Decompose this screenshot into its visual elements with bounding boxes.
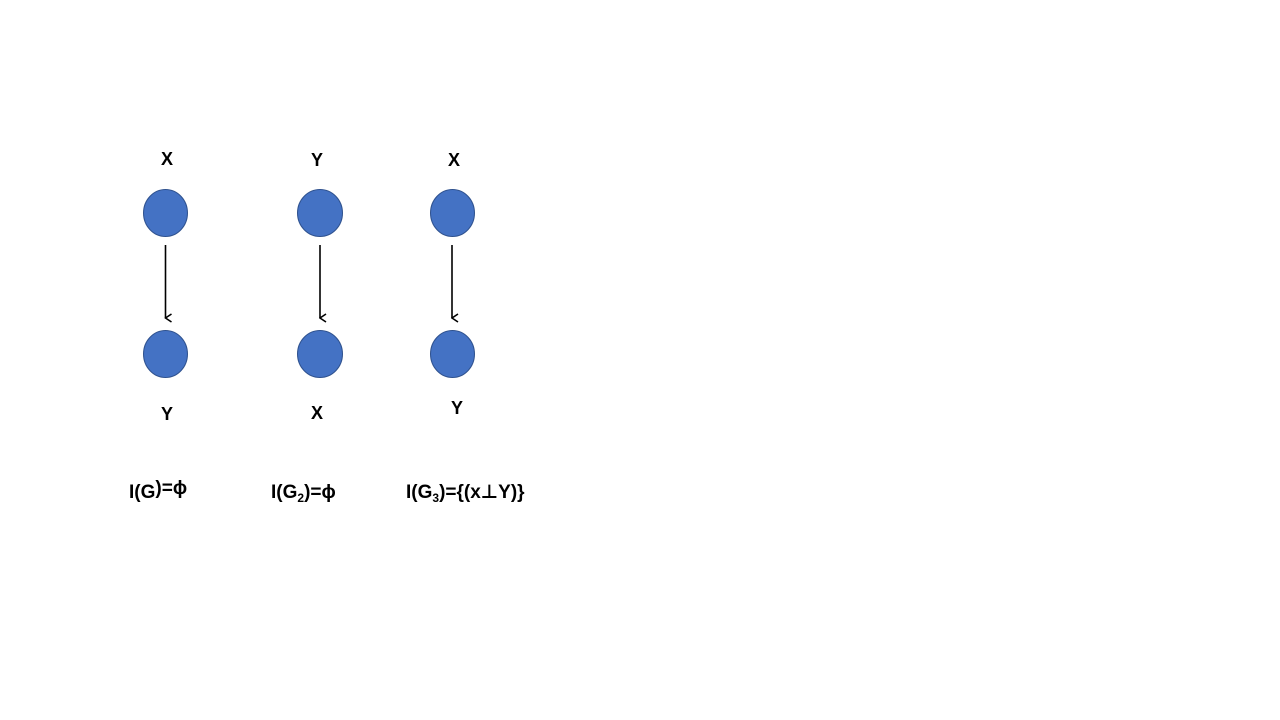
graph-3-bottom-node (430, 330, 475, 378)
graph-2-bottom-label: X (311, 403, 323, 423)
graph-3-formula-subscript: 3 (432, 491, 439, 505)
graph-3-top-node (430, 189, 475, 237)
graph-2-independence-formula: I(G2)=ϕ (271, 482, 336, 505)
graph-1-bottom-label: Y (161, 404, 173, 424)
graph-2-top-label: Y (311, 150, 323, 170)
graph-1-independence-formula: I(G)=ϕ (129, 478, 187, 503)
graph-2-formula-subscript: 2 (297, 491, 304, 505)
graph-1-bottom-node (143, 330, 188, 378)
graph-2-formula-prefix: I(G (271, 482, 297, 503)
graph-3-formula-suffix: )={(x⊥Y)} (439, 482, 525, 503)
graph-2-formula-suffix: )=ϕ (304, 482, 336, 503)
graph-3: X Y I(G3)={(x⊥Y)} (406, 150, 525, 505)
graph-3-formula-prefix: I(G (406, 482, 432, 503)
graph-2-top-node (297, 189, 343, 237)
graph-3-top-label: X (448, 150, 460, 170)
graph-1-top-label: X (161, 149, 173, 169)
graph-1: X Y I(G)=ϕ (129, 149, 188, 503)
graph-1-formula-prefix: I(G (129, 482, 155, 503)
graph-3-independence-formula: I(G3)={(x⊥Y)} (406, 482, 525, 505)
graph-2: Y X I(G2)=ϕ (271, 150, 343, 505)
graph-3-bottom-label: Y (451, 398, 463, 418)
graph-1-top-node (143, 189, 188, 237)
graph-1-formula-suffix: )=ϕ (155, 478, 187, 499)
graph-2-bottom-node (297, 330, 343, 378)
